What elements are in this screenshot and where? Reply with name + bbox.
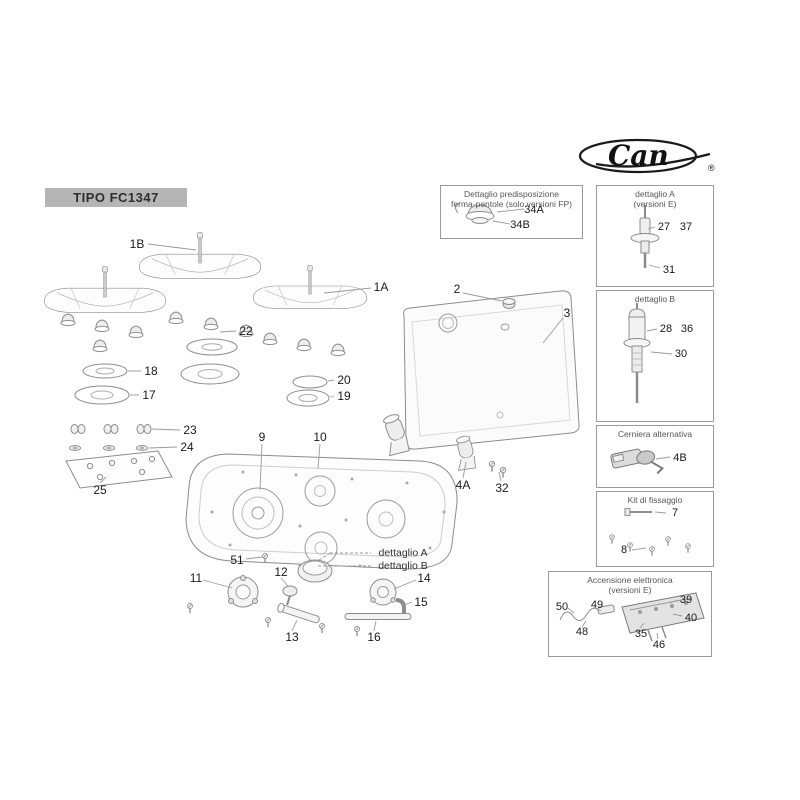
bracket-plate — [65, 450, 173, 489]
callout-19: 19 — [337, 389, 351, 403]
callout-27: 27 — [657, 221, 671, 233]
callout-20: 20 — [337, 373, 351, 387]
detail-leader-dashed — [318, 552, 371, 567]
trivet-group — [42, 230, 369, 314]
callout-35: 35 — [634, 628, 648, 640]
detail-box-accensione: Accensione elettronica (versioni E) 50 4… — [548, 571, 712, 657]
callout-37: 37 — [679, 221, 693, 233]
model-type-label: TIPO FC1347 — [45, 188, 187, 207]
detail-box-title: dettaglio A (versioni E) — [633, 189, 677, 210]
burner-discs-group — [74, 338, 330, 407]
callout-4b: 4B — [673, 452, 687, 464]
callout-40: 40 — [684, 612, 698, 624]
detail-box-cerniera: Cerniera alternativa 4B — [596, 425, 714, 488]
callout-36: 36 — [680, 323, 694, 335]
callout-2: 2 — [453, 282, 461, 296]
callout-50: 50 — [555, 601, 569, 613]
burner-caps-group — [60, 311, 346, 357]
detail-box-title: Accensione elettronica (versioni E) — [587, 575, 673, 596]
detail-box-ferma-pentole: Dettaglio predisposizione ferma-pentole … — [440, 185, 583, 239]
callout-10: 10 — [313, 430, 327, 444]
callout-12: 12 — [274, 565, 288, 579]
callout-28: 28 — [659, 323, 673, 335]
callout-11: 11 — [189, 571, 203, 585]
detail-box-title: Dettaglio predisposizione ferma-pentole … — [451, 189, 572, 210]
detail-box-title: Kit di fissaggio — [627, 495, 683, 505]
callout-24: 24 — [180, 440, 194, 454]
callout-17: 17 — [142, 388, 156, 402]
callout-1a: 1A — [373, 280, 389, 294]
callout-18: 18 — [144, 364, 158, 378]
callout-16: 16 — [367, 630, 381, 644]
callout-48: 48 — [575, 626, 589, 638]
callout-32: 32 — [495, 481, 509, 495]
callout-13: 13 — [285, 630, 299, 644]
callout-23: 23 — [183, 423, 197, 437]
callout-dettaglio-a: dettaglio A — [378, 547, 428, 559]
glass-lid — [403, 290, 580, 450]
callout-34b: 34B — [510, 219, 530, 231]
callout-4a: 4A — [455, 478, 471, 492]
callout-22: 22 — [239, 324, 253, 338]
callout-31: 31 — [662, 264, 676, 276]
callout-3: 3 — [563, 306, 571, 320]
detail-box-title: Cerniera alternativa — [617, 429, 693, 439]
brand-name-text: Can — [608, 139, 669, 172]
callout-46: 46 — [652, 639, 666, 651]
callout-25: 25 — [93, 483, 107, 497]
callout-14: 14 — [417, 571, 431, 585]
callout-49: 49 — [590, 599, 604, 611]
hinges-group — [376, 412, 507, 479]
callout-34a: 34A — [524, 204, 544, 216]
brand-logo-art: Can — [578, 138, 711, 174]
leader-lines — [99, 243, 564, 632]
callout-7: 7 — [671, 507, 679, 519]
registered-mark: ® — [708, 163, 715, 173]
brand-logo: Can — [578, 134, 713, 180]
detail-box-dettaglio-b: dettaglio B 28 36 30 — [596, 290, 714, 422]
detail-box-dettaglio-a: dettaglio A (versioni E) 27 37 31 — [596, 185, 714, 287]
callout-8: 8 — [620, 544, 628, 556]
callout-1b: 1B — [129, 237, 145, 251]
callout-15: 15 — [414, 595, 428, 609]
callout-30: 30 — [674, 348, 688, 360]
callout-39: 39 — [679, 594, 693, 606]
fittings-group — [69, 424, 152, 451]
callout-9: 9 — [258, 430, 266, 444]
callout-51: 51 — [230, 553, 244, 567]
detail-box-kit-fissaggio: Kit di fissaggio 7 8 — [596, 491, 714, 567]
detail-box-title: dettaglio B — [634, 294, 676, 304]
